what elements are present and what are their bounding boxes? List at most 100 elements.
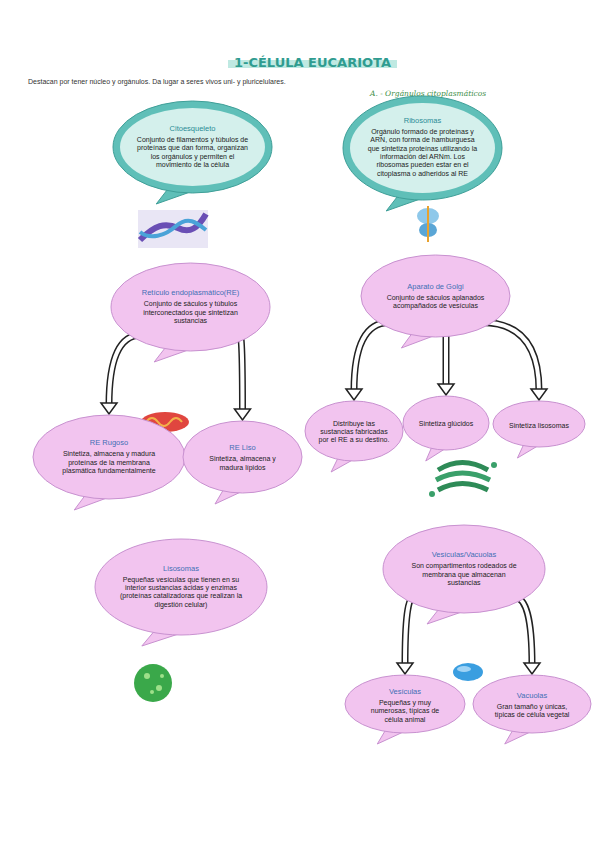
- cisterna: [438, 463, 488, 471]
- lysosome-image: [134, 664, 172, 702]
- vacuole-image: [453, 663, 483, 681]
- intro-note: Destacan por tener núcleo y orgánulos. D…: [28, 78, 388, 85]
- node-body: Conjunto de sáculos y túbulos interconec…: [133, 300, 249, 325]
- bubble-text: Vesículas/VacuolasSon compartimentos rod…: [405, 532, 523, 605]
- bubble-text: Sintetiza glúcidos: [414, 400, 478, 449]
- node-heading: Vacuolas: [517, 691, 547, 700]
- vacuole-shape: [453, 663, 483, 681]
- bubble-text: RE LisoSintetiza, almacena y madura lípi…: [199, 427, 287, 489]
- arrow-head: [101, 403, 117, 414]
- speech-bubble: Aparato de GolgiConjunto de sáculos apla…: [358, 252, 513, 350]
- lysosome-sphere: [134, 664, 172, 702]
- node-body: Son compartimentos rodeados de membrana …: [405, 562, 523, 587]
- node-body: Pequeñas y muy numerosas, típicas de cél…: [361, 699, 449, 724]
- bubble-text: Aparato de GolgiConjunto de sáculos apla…: [381, 262, 490, 331]
- node-heading: RE Liso: [229, 443, 255, 452]
- ribosome-image: [417, 206, 439, 242]
- bubble-ellipse: [95, 539, 267, 635]
- arrow-body: [240, 335, 243, 411]
- node-body: Orgánulo formado de proteínas y ARN, con…: [365, 128, 481, 178]
- rna-strand: [427, 206, 429, 242]
- arrow-outline: [109, 335, 141, 405]
- curved-arrow: [397, 597, 414, 674]
- speech-bubble: Vesículas/VacuolasSon compartimentos rod…: [380, 522, 548, 626]
- highlight: [457, 666, 471, 672]
- golgi-image: [429, 462, 497, 497]
- bubble-text: Distribuye las sustancias fabricadas por…: [318, 406, 391, 459]
- bubble-ellipse: [493, 401, 585, 447]
- node-body: Sintetiza glúcidos: [419, 420, 473, 428]
- bubble-text: VesículasPequeñas y muy numerosas, típic…: [361, 679, 449, 731]
- bubble-outline: [302, 398, 406, 474]
- arrow-body: [514, 597, 532, 665]
- section-heading: A. - Orgánulos citoplasmáticos: [370, 89, 570, 98]
- bubble-ellipse: [113, 101, 272, 193]
- node-heading: Citoesqueleto: [170, 124, 216, 133]
- arrow-head: [397, 663, 413, 674]
- arrow-outline: [240, 335, 243, 411]
- speech-bubble: VesículasPequeñas y muy numerosas, típic…: [342, 672, 468, 746]
- bubble-ellipse: [473, 675, 591, 733]
- cisterna: [436, 473, 490, 480]
- bubble-outline: [400, 393, 492, 463]
- bubble-ellipse: [343, 96, 502, 200]
- arrow-outline: [405, 597, 414, 665]
- node-body: Conjunto de sáculos aplanados acompañado…: [381, 294, 490, 311]
- bubble-text: LisosomasPequeñas vesículas que tienen e…: [119, 547, 244, 625]
- node-body: Sintetiza lisosomas: [509, 422, 569, 430]
- curved-arrow: [482, 323, 547, 400]
- bubble-outline: [358, 252, 513, 350]
- bubble-text: RE RugosoSintetiza, almacena y madura pr…: [54, 422, 165, 492]
- image-background: [138, 210, 208, 248]
- vesicle: [429, 491, 435, 497]
- node-heading: Aparato de Golgi: [407, 282, 463, 291]
- arrow-head: [524, 663, 540, 674]
- arrow-head: [531, 389, 547, 400]
- arrow-body: [354, 323, 389, 391]
- node-body: Gran tamaño y únicas, típicas de célula …: [489, 703, 576, 720]
- speech-bubble: RE RugosoSintetiza, almacena y madura pr…: [30, 412, 188, 512]
- bubble-inner: [120, 108, 265, 186]
- arrow-body: [405, 597, 414, 665]
- curved-arrow: [101, 335, 141, 414]
- node-body: Distribuye las sustancias fabricadas por…: [318, 420, 391, 445]
- arrow-head: [235, 409, 251, 420]
- bubble-outline: [490, 398, 588, 460]
- arrow-outline: [514, 597, 532, 665]
- node-heading: Ribosomas: [404, 116, 442, 125]
- bubble-text: CitoesqueletoConjunto de filamentos y tú…: [135, 109, 251, 185]
- arrow-body: [482, 323, 539, 391]
- speech-bubble: CitoesqueletoConjunto de filamentos y tú…: [110, 98, 275, 206]
- bubble-text: VacuolasGran tamaño y únicas, típicas de…: [489, 679, 576, 731]
- node-body: Sintetiza, almacena y madura lípidos: [199, 455, 287, 472]
- bubble-ellipse: [383, 525, 545, 613]
- diagram-title: 1-CÉLULA EUCARIOTA: [228, 55, 397, 70]
- node-body: Pequeñas vesículas que tienen en su inte…: [119, 576, 244, 610]
- speech-bubble: VacuolasGran tamaño y únicas, típicas de…: [470, 672, 594, 746]
- arrow-outline: [482, 323, 539, 391]
- granule: [160, 674, 164, 678]
- bubble-ellipse: [345, 675, 465, 733]
- bubble-outline: [92, 536, 270, 648]
- bubble-text: Retículo endoplasmático(RE)Conjunto de s…: [133, 270, 249, 343]
- cytoskeleton-image: [138, 210, 208, 248]
- bubble-ellipse: [403, 396, 489, 450]
- node-heading: Lisosomas: [163, 564, 199, 573]
- cisterna: [438, 484, 488, 491]
- speech-bubble: Sintetiza lisosomas: [490, 398, 588, 460]
- speech-bubble: Retículo endoplasmático(RE)Conjunto de s…: [108, 260, 273, 364]
- arrow-head: [346, 389, 362, 400]
- node-heading: RE Rugoso: [90, 438, 128, 447]
- curved-arrow: [346, 323, 389, 400]
- bubble-ellipse: [33, 415, 185, 499]
- speech-bubble: Sintetiza glúcidos: [400, 393, 492, 463]
- node-heading: Vesículas/Vacuolas: [432, 550, 496, 559]
- bubble-text: RibosomasOrgánulo formado de proteínas y…: [365, 105, 481, 189]
- node-heading: Vesículas: [389, 687, 421, 696]
- granule: [150, 690, 154, 694]
- arrow-body: [109, 335, 141, 405]
- bubble-outline: [110, 98, 275, 206]
- speech-bubble: RibosomasOrgánulo formado de proteínas y…: [340, 93, 505, 213]
